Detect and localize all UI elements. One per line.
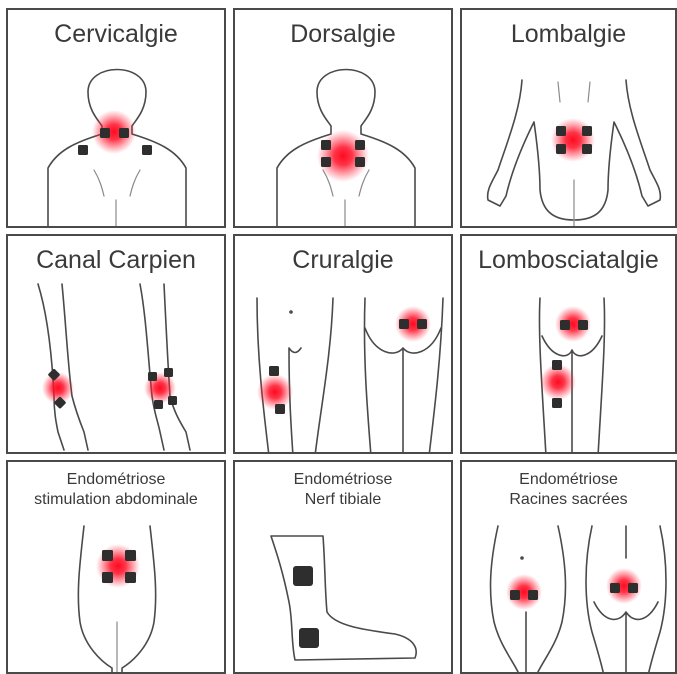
electrode (556, 144, 566, 154)
electrode (168, 396, 177, 405)
electrode (125, 572, 136, 583)
pelvis-front-back-figure (462, 462, 677, 674)
electrode (102, 572, 113, 583)
electrode (154, 400, 163, 409)
forearm-figure (8, 236, 226, 454)
electrode (100, 128, 110, 138)
pain-point (317, 130, 369, 182)
navel (520, 556, 524, 560)
electrode (299, 628, 319, 648)
electrode (102, 550, 113, 561)
back-upper-figure (8, 10, 226, 228)
panel-lombalgie: Lombalgie (460, 8, 677, 228)
panel-cervicalgie: Cervicalgie (6, 8, 226, 228)
electrode (164, 368, 173, 377)
electrode (399, 319, 409, 329)
electrode (125, 550, 136, 561)
electrode (321, 140, 331, 150)
legs-figure (235, 236, 453, 454)
electrode (552, 360, 562, 370)
lower-leg-foot-figure (235, 462, 453, 674)
electrode (78, 145, 88, 155)
electrode (560, 320, 570, 330)
panel-endometriose-tibiale: Endométriose Nerf tibiale (233, 460, 453, 674)
electrode (355, 157, 365, 167)
panel-endometriose-abdominale: Endométriose stimulation abdominale (6, 460, 226, 674)
electrode (293, 566, 313, 586)
electrode (355, 140, 365, 150)
electrode (582, 144, 592, 154)
back-upper-figure (235, 10, 453, 228)
panel-dorsalgie: Dorsalgie (233, 8, 453, 228)
pain-point (551, 118, 595, 162)
electrode (269, 366, 279, 376)
electrode (321, 157, 331, 167)
hips-legs-figure (462, 236, 677, 454)
electrode (148, 372, 157, 381)
electrode (119, 128, 129, 138)
electrode (610, 583, 620, 593)
pain-point (257, 374, 293, 410)
pain-point (92, 110, 136, 154)
electrode (578, 320, 588, 330)
panel-canal-carpien: Canal Carpien (6, 234, 226, 454)
electrode (552, 398, 562, 408)
navel (289, 310, 293, 314)
electrode (582, 126, 592, 136)
lower-back-figure (462, 10, 677, 228)
panel-lombosciatalgie: Lombosciatalgie (460, 234, 677, 454)
electrode (628, 583, 638, 593)
electrode (417, 319, 427, 329)
panel-cruralgie: Cruralgie (233, 234, 453, 454)
electrode (142, 145, 152, 155)
panel-endometriose-sacrees: Endométriose Racines sacrées (460, 460, 677, 674)
electrode (510, 590, 520, 600)
electrode (556, 126, 566, 136)
electrode (275, 404, 285, 414)
electrode (528, 590, 538, 600)
abdomen-figure (8, 462, 226, 674)
